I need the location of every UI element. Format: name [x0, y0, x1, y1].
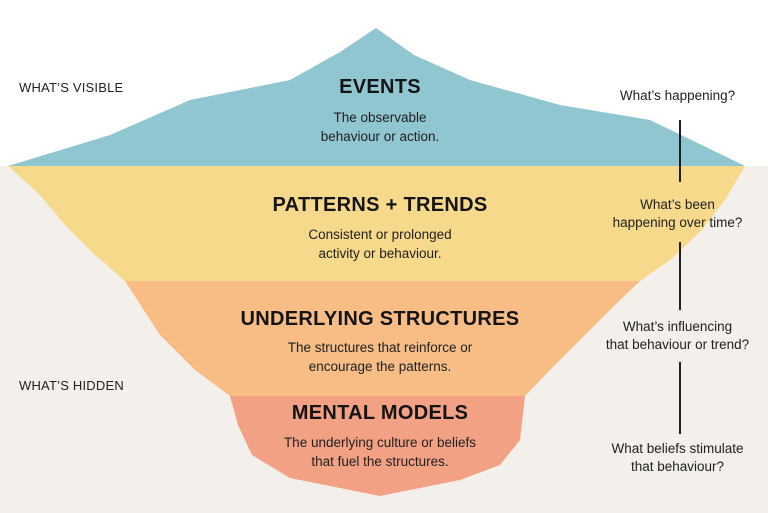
structures-layer-shape — [125, 281, 640, 396]
question-patterns: What’s been happening over time? — [612, 197, 743, 230]
events-title: EVENTS — [339, 76, 421, 98]
mental-models-title: MENTAL MODELS — [291, 402, 469, 424]
connector-line-2 — [679, 242, 681, 310]
connector-line-1 — [679, 120, 681, 182]
whats-hidden-label: WHAT’S HIDDEN — [19, 378, 124, 393]
events-description: The observable behaviour or action. — [320, 110, 440, 144]
mental-models-description: The underlying culture or beliefs that f… — [283, 435, 477, 469]
structures-title: UNDERLYING STRUCTURES — [240, 308, 520, 330]
events-layer-shape — [8, 28, 745, 166]
connector-line-3 — [679, 362, 681, 434]
patterns-layer-shape — [8, 166, 745, 281]
mental-models-layer-shape — [230, 396, 525, 496]
question-mental-models: What beliefs stimulate that behaviour? — [611, 441, 744, 474]
patterns-description: Consistent or prolonged activity or beha… — [308, 227, 452, 261]
whats-visible-label: WHAT’S VISIBLE — [19, 80, 124, 95]
question-structures: What’s influencing that behaviour or tre… — [605, 319, 750, 352]
structures-description: The structures that reinforce or encoura… — [287, 340, 473, 374]
patterns-title: PATTERNS + TRENDS — [272, 194, 488, 216]
question-events: What’s happening? — [619, 88, 736, 103]
